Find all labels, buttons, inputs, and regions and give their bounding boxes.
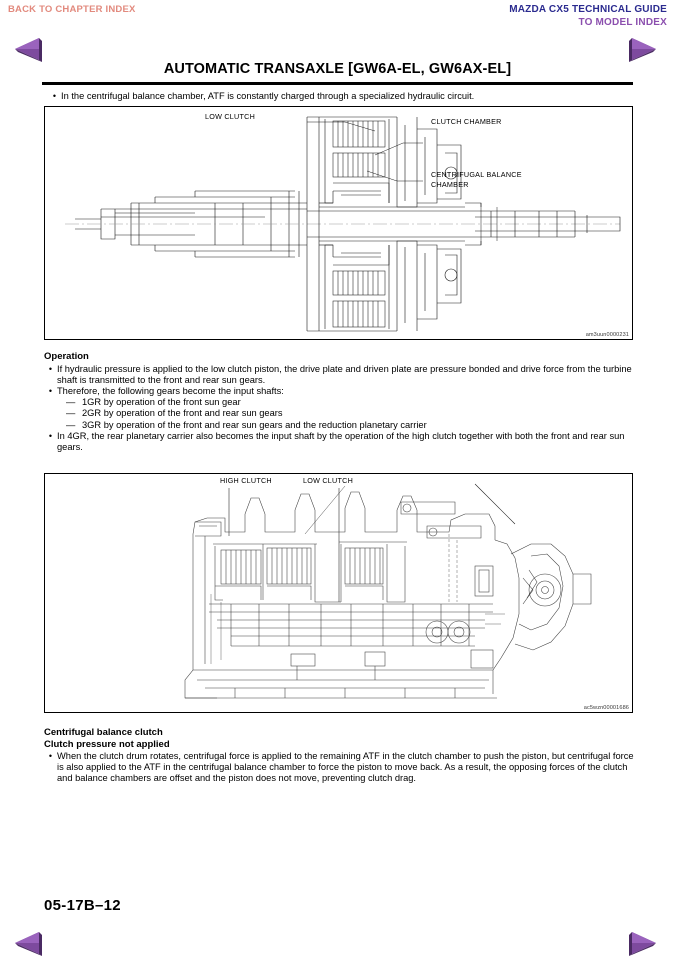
figure1-label-low-clutch: LOW CLUTCH — [205, 112, 256, 121]
triangle-right-icon — [629, 38, 656, 62]
triangle-left-icon — [15, 932, 42, 956]
figure-low-clutch-cross-section: LOW CLUTCH CLUTCH CHAMBER CENTRIFUGAL BA… — [44, 106, 633, 340]
guide-title: MAZDA CX5 TECHNICAL GUIDE — [509, 4, 667, 15]
intro-bullet-text: In the centrifugal balance chamber, ATF … — [61, 91, 475, 101]
operation-dash-0: 1GR by operation of the front sun gear — [82, 397, 241, 408]
nav-next-bottom-button[interactable] — [623, 930, 661, 956]
operation-heading: Operation — [44, 351, 89, 362]
dash-marker: — — [66, 419, 76, 430]
dash-marker: — — [66, 397, 76, 408]
bullet-marker: • — [48, 430, 53, 441]
intro-bullet-row: • In the centrifugal balance chamber, AT… — [48, 91, 638, 102]
centrifugal-balance-clutch-section: Centrifugal balance clutch Clutch pressu… — [44, 727, 639, 785]
bullet-marker: • — [48, 751, 53, 761]
nav-next-top-button[interactable] — [623, 36, 661, 62]
figure1-id: am3uun0000231 — [585, 332, 629, 338]
figure2-id: ac5wzn00001686 — [583, 705, 629, 711]
figure-transaxle-assembly-cross-section: HIGH CLUTCH LOW CLUTCH ac5wzn00001686 — [44, 473, 633, 713]
figure1-drawing — [65, 116, 621, 332]
page-number: 05-17B–12 — [44, 897, 121, 914]
back-to-chapter-index-link[interactable]: BACK TO CHAPTER INDEX — [8, 4, 136, 15]
operation-dash-2: 3GR by operation of the front and rear s… — [82, 419, 427, 430]
bullet-marker: • — [52, 91, 57, 101]
operation-last-bullet: In 4GR, the rear planetary carrier also … — [57, 430, 625, 452]
figure1-label-centrifugal-balance-chamber: CENTRIFUGAL BALANCE CHAMBER — [431, 170, 522, 189]
figure2-label-low-clutch: LOW CLUTCH — [303, 476, 354, 485]
triangle-right-icon — [629, 932, 656, 956]
centrifugal-bullet-text: When the clutch drum rotates, centrifuga… — [57, 751, 634, 784]
operation-section: Operation • If hydraulic pressure is app… — [44, 351, 639, 453]
figure2-drawing — [184, 483, 592, 699]
bullet-marker: • — [48, 385, 53, 396]
operation-bullet-1: Therefore, the following gears become th… — [57, 385, 284, 396]
centrifugal-heading-1: Centrifugal balance clutch — [44, 727, 163, 738]
nav-prev-bottom-button[interactable] — [12, 930, 50, 956]
triangle-left-icon — [15, 38, 42, 62]
figure2-label-high-clutch: HIGH CLUTCH — [220, 476, 272, 485]
operation-bullet-0: If hydraulic pressure is applied to the … — [57, 363, 632, 385]
page-title: AUTOMATIC TRANSAXLE [GW6A-EL, GW6AX-EL] — [163, 61, 512, 77]
operation-dash-1: 2GR by operation of the front and rear s… — [82, 408, 283, 419]
nav-prev-top-button[interactable] — [12, 36, 50, 62]
title-divider — [42, 82, 633, 85]
to-model-index-link[interactable]: TO MODEL INDEX — [578, 17, 667, 28]
centrifugal-heading-2: Clutch pressure not applied — [44, 738, 170, 750]
dash-marker: — — [66, 408, 76, 419]
bullet-marker: • — [48, 363, 53, 374]
figure1-label-clutch-chamber: CLUTCH CHAMBER — [431, 117, 502, 126]
header-right-block: MAZDA CX5 TECHNICAL GUIDE TO MODEL INDEX — [509, 3, 667, 29]
